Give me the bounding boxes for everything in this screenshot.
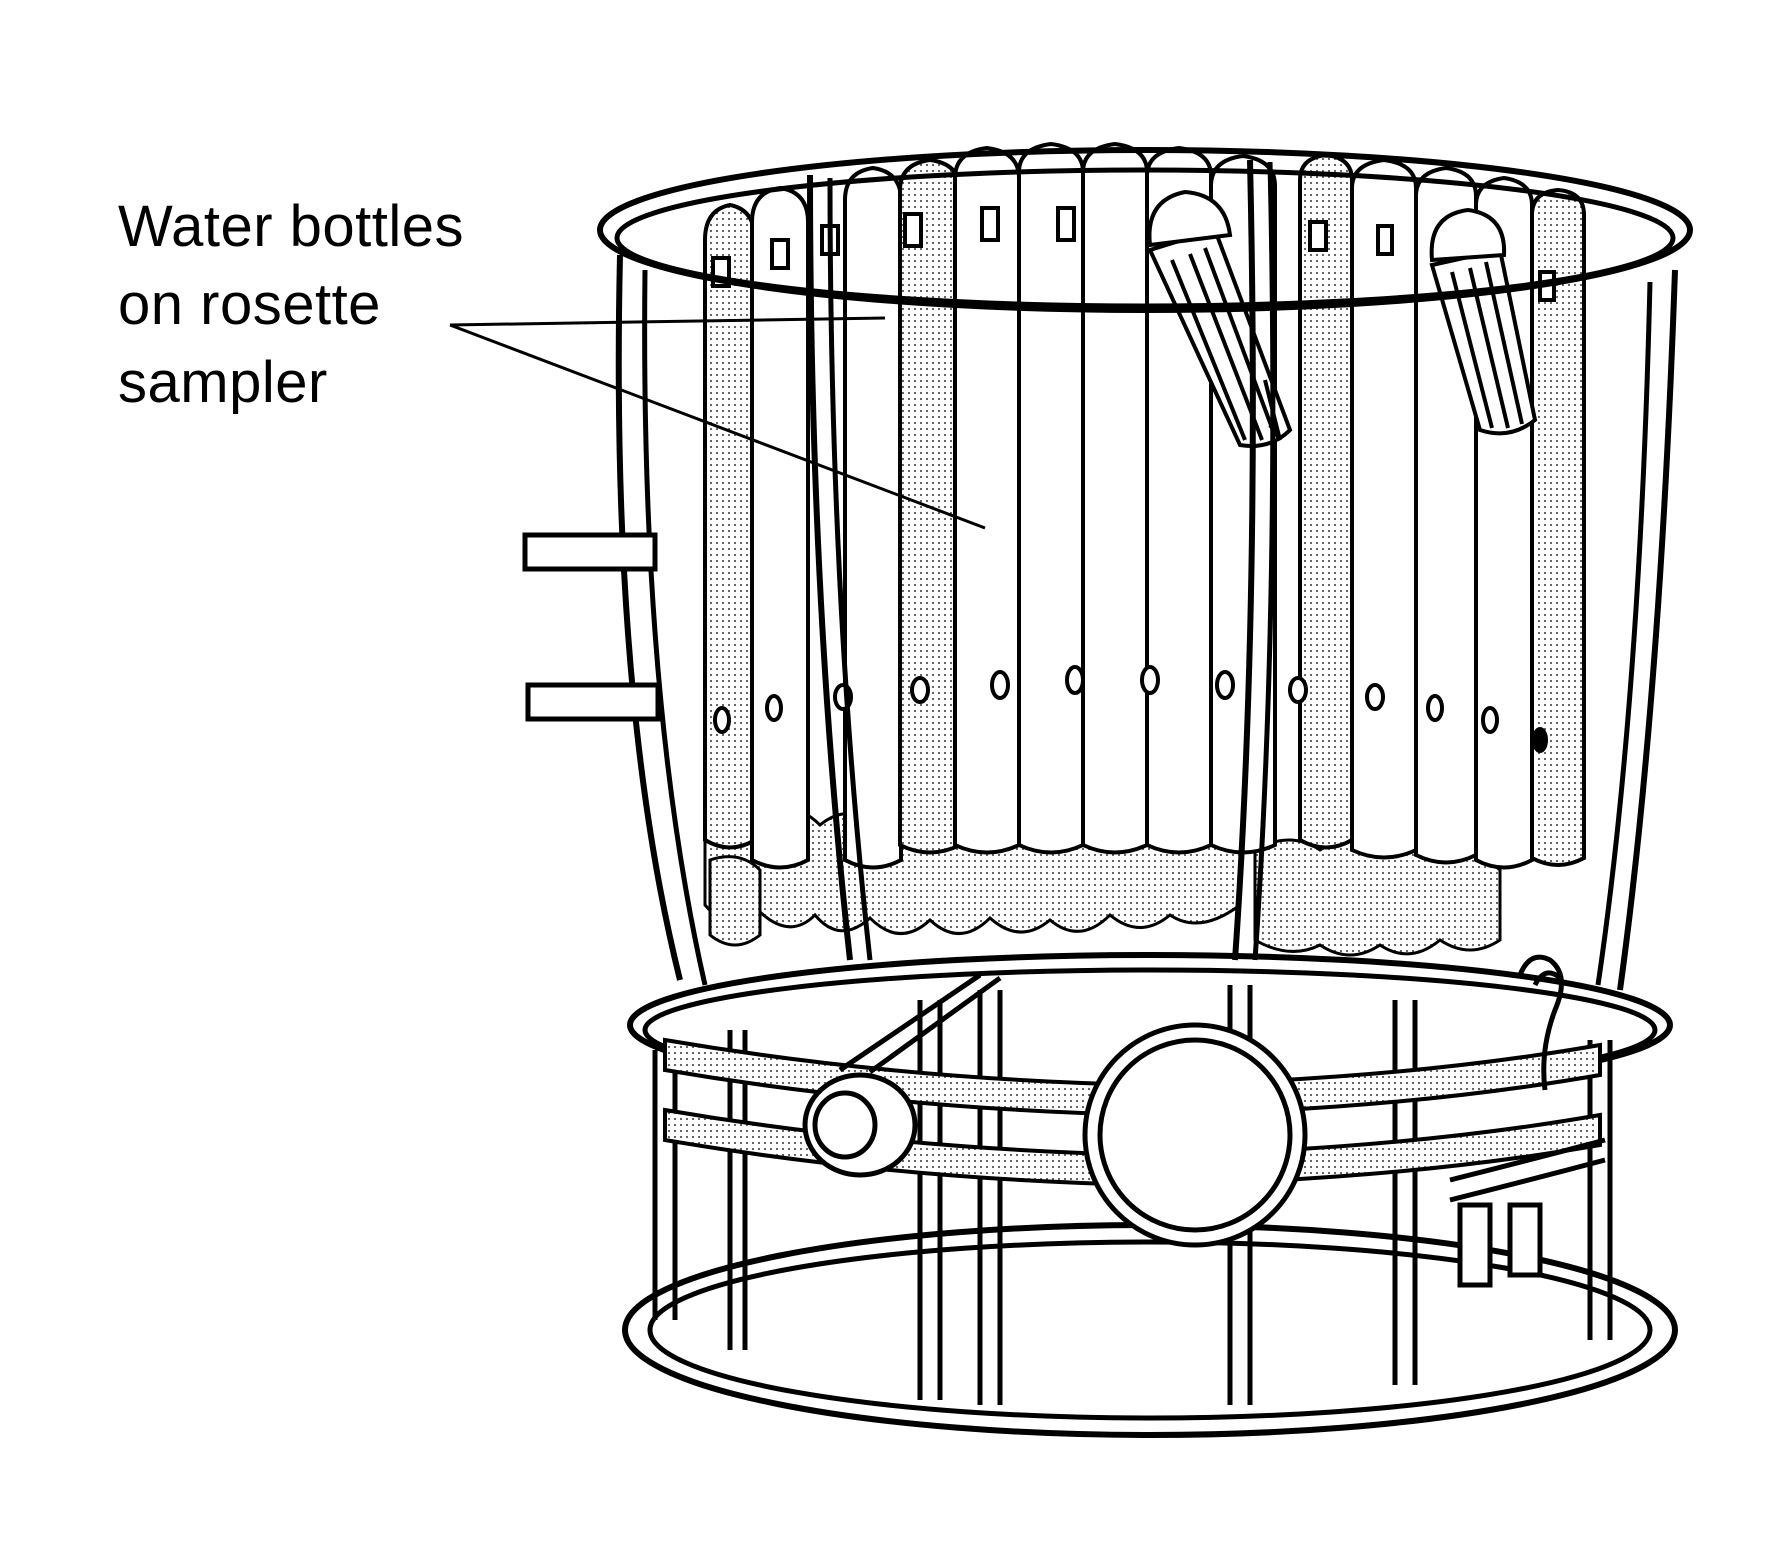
left-upright — [615, 254, 683, 981]
sensor-small — [802, 972, 1002, 1178]
bottle-valves — [713, 665, 1548, 753]
right-upright — [1617, 269, 1678, 991]
bottle-6 — [1017, 141, 1085, 855]
sensor-large — [1082, 1022, 1308, 1248]
side-bracket-lower — [525, 682, 661, 722]
bottle-3 — [843, 165, 903, 870]
side-bracket-upper — [522, 532, 658, 572]
cable-loop — [1449, 954, 1606, 1288]
bottle-windows — [711, 206, 1556, 302]
bottle-11 — [1350, 157, 1418, 860]
bottle-10 — [1298, 152, 1354, 850]
leader-line-2 — [449, 323, 986, 530]
callout-label-line-2: on rosette — [118, 272, 381, 337]
callout-leaders — [449, 316, 986, 530]
bottle-5 — [953, 145, 1021, 855]
bottle-1 — [703, 202, 757, 850]
bottom-ring-inner — [647, 1239, 1653, 1421]
callout-label-line-3: sampler — [118, 350, 328, 415]
top-ring-outer — [597, 147, 1693, 313]
callout-label: Water bottles on rosette sampler — [118, 188, 464, 422]
leader-line-1 — [449, 316, 886, 327]
callout-label-line-1: Water bottles — [118, 194, 465, 259]
bottle-2 — [750, 185, 810, 870]
center-right-upright — [1232, 159, 1256, 961]
top-ring-inner — [614, 167, 1676, 309]
bottle-7 — [1081, 141, 1149, 855]
center-left-upright — [807, 174, 853, 961]
